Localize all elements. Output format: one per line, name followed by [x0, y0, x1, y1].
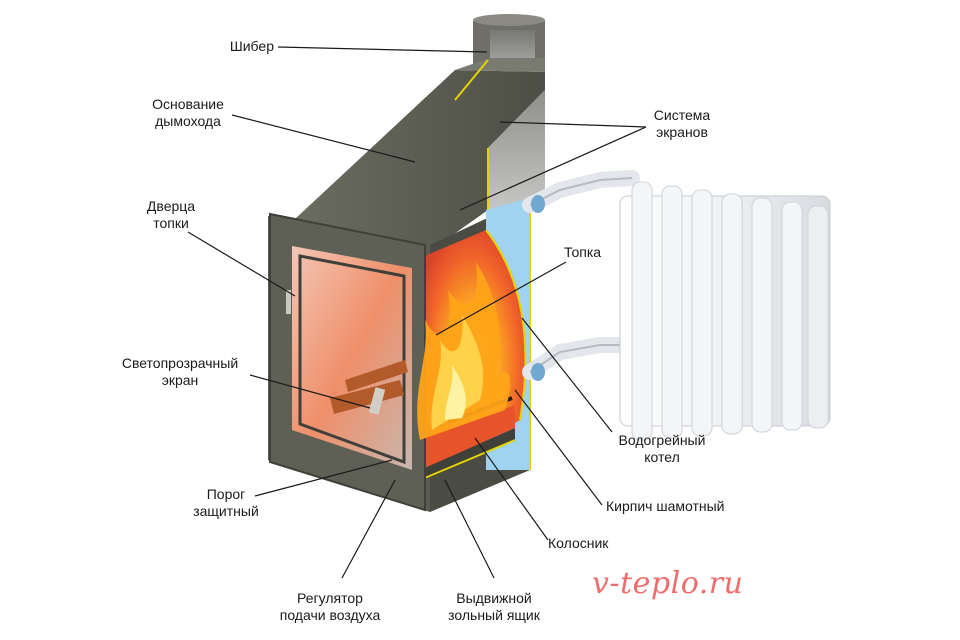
- label-grate: Колосник: [548, 535, 609, 551]
- label-shiber: Шибер: [229, 38, 274, 54]
- label-air-regulator: Регулятор подачи воздуха: [280, 590, 381, 624]
- label-door-line1: Дверца: [146, 198, 196, 214]
- label-chimney-base-line1: Основание: [152, 96, 224, 112]
- label-threshold: Порог защитный: [193, 486, 259, 520]
- label-firebox: Топка: [564, 244, 602, 260]
- label-chimney-base: Основание дымохода: [152, 96, 224, 130]
- label-screen-system: Система экранов: [654, 107, 710, 141]
- label-glass-screen-line1: Светопрозрачный: [121, 355, 239, 371]
- leader-lines: [187, 46, 647, 579]
- label-door-line2: топки: [153, 215, 189, 231]
- label-ash-drawer: Выдвижной зольный ящик: [448, 590, 540, 624]
- label-firebrick: Кирпич шамотный: [606, 498, 725, 514]
- label-door: Дверца топки: [147, 198, 195, 232]
- label-ash-drawer-line2: зольный ящик: [448, 607, 540, 623]
- label-threshold-line2: защитный: [193, 503, 259, 519]
- label-water-boiler-line2: котел: [644, 449, 680, 465]
- label-glass-screen: Светопрозрачный экран: [122, 355, 238, 389]
- label-water-boiler-line1: Водогрейный: [618, 432, 706, 448]
- label-glass-screen-line2: экран: [161, 372, 199, 388]
- label-air-regulator-line1: Регулятор: [297, 590, 363, 606]
- water-pipes: [522, 170, 640, 381]
- label-screen-system-line2: экранов: [656, 124, 708, 140]
- watermark-text: v-teplo.ru: [592, 566, 744, 601]
- firebox-door: [269, 212, 426, 512]
- label-air-regulator-line2: подачи воздуха: [279, 607, 381, 623]
- label-threshold-line1: Порог: [206, 486, 246, 502]
- label-screen-system-line1: Система: [653, 107, 711, 123]
- label-ash-drawer-line1: Выдвижной: [456, 590, 532, 606]
- label-chimney-base-line2: дымохода: [155, 113, 221, 129]
- label-water-boiler: Водогрейный котел: [619, 432, 706, 466]
- radiator: [619, 181, 831, 441]
